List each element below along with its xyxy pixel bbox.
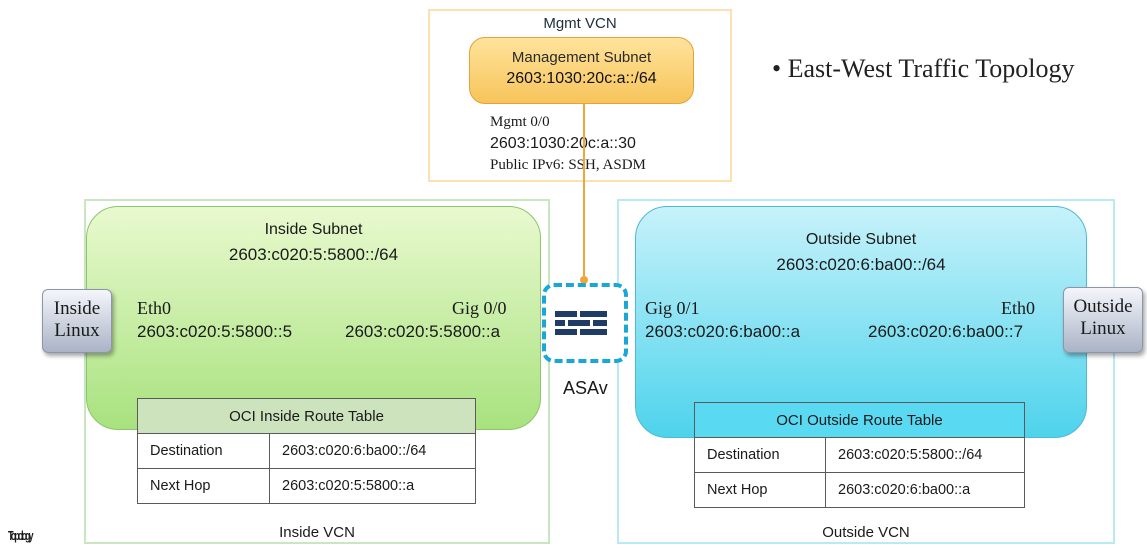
- inside-subnet: [86, 206, 541, 430]
- asav-firewall[interactable]: [542, 283, 628, 363]
- inside-subnet-cidr: 2603:c020:5:5800::/64: [228, 245, 399, 264]
- mgmt-interface-name: Mgmt 0/0: [490, 114, 550, 130]
- outside-route-table-title: OCI Outside Route Table: [694, 402, 1025, 438]
- table-cell: Next Hop: [694, 472, 826, 508]
- inside-vcn: [84, 199, 550, 544]
- topology-heading: • East-West Traffic Topology: [772, 54, 1075, 83]
- table-row: Destination 2603:c020:5:5800::/64: [694, 437, 1025, 473]
- outside-subnet-cidr: 2603:c020:6:ba00::/64: [776, 255, 946, 274]
- table-cell: 2603:c020:5:5800::/64: [825, 437, 1025, 473]
- inside-eth-name: Eth0: [137, 298, 171, 318]
- inside-vcn-title: Inside VCN: [279, 524, 355, 541]
- mgmt-vcn: Mgmt VCN: [428, 9, 732, 182]
- mgmt-interface-ip: 2603:1030:20c:a::30: [490, 135, 636, 152]
- outside-route-table: OCI Outside Route Table Destination 2603…: [694, 402, 1025, 508]
- inside-linux-label: Inside Linux: [53, 298, 101, 341]
- inside-eth-ip: 2603:c020:5:5800::5: [137, 322, 293, 341]
- table-cell: 2603:c020:6:ba00::a: [825, 472, 1025, 508]
- footer-glyph: Topology: [8, 528, 34, 543]
- inside-gig-name: Gig 0/0: [452, 298, 507, 318]
- outside-linux-label: Outside Linux: [1073, 296, 1133, 339]
- mgmt-link-dot: [580, 276, 588, 284]
- inside-gig-ip: 2603:c020:5:5800::a: [345, 322, 501, 341]
- inside-subnet-name: Inside Subnet: [264, 221, 363, 238]
- outside-eth-ip: 2603:c020:6:ba00::7: [868, 322, 1024, 341]
- inside-route-table: OCI Inside Route Table Destination 2603:…: [137, 398, 476, 504]
- inside-linux-host[interactable]: Inside Linux: [42, 289, 112, 353]
- firewall-brick-icon: [555, 311, 607, 335]
- mgmt-link-line: [583, 103, 585, 281]
- outside-gig-name: Gig 0/1: [645, 298, 700, 318]
- table-cell: 2603:c020:5:5800::a: [269, 468, 476, 504]
- outside-linux-host[interactable]: Outside Linux: [1063, 287, 1143, 353]
- table-row: Destination 2603:c020:6:ba00::/64: [137, 433, 476, 469]
- table-cell: Destination: [694, 437, 826, 473]
- outside-gig-ip: 2603:c020:6:ba00::a: [645, 322, 801, 341]
- management-subnet: Management Subnet 2603:1030:20c:a::/64: [469, 37, 694, 104]
- table-cell: 2603:c020:6:ba00::/64: [269, 433, 476, 469]
- outside-subnet-name: Outside Subnet: [805, 231, 917, 248]
- management-subnet-cidr: 2603:1030:20c:a::/64: [506, 70, 657, 87]
- mgmt-access-note: Public IPv6: SSH, ASDM: [490, 157, 646, 173]
- table-cell: Destination: [137, 433, 270, 469]
- management-subnet-name: Management Subnet: [511, 49, 652, 66]
- table-row: Next Hop 2603:c020:6:ba00::a: [694, 472, 1025, 508]
- outside-vcn: [617, 199, 1115, 544]
- inside-route-table-title: OCI Inside Route Table: [137, 398, 476, 434]
- mgmt-vcn-title: Mgmt VCN: [543, 15, 617, 32]
- outside-vcn-title: Outside VCN: [822, 524, 910, 541]
- outside-eth-name: Eth0: [1001, 298, 1035, 318]
- table-cell: Next Hop: [137, 468, 270, 504]
- asav-label: ASAv: [563, 378, 608, 398]
- table-row: Next Hop 2603:c020:5:5800::a: [137, 468, 476, 504]
